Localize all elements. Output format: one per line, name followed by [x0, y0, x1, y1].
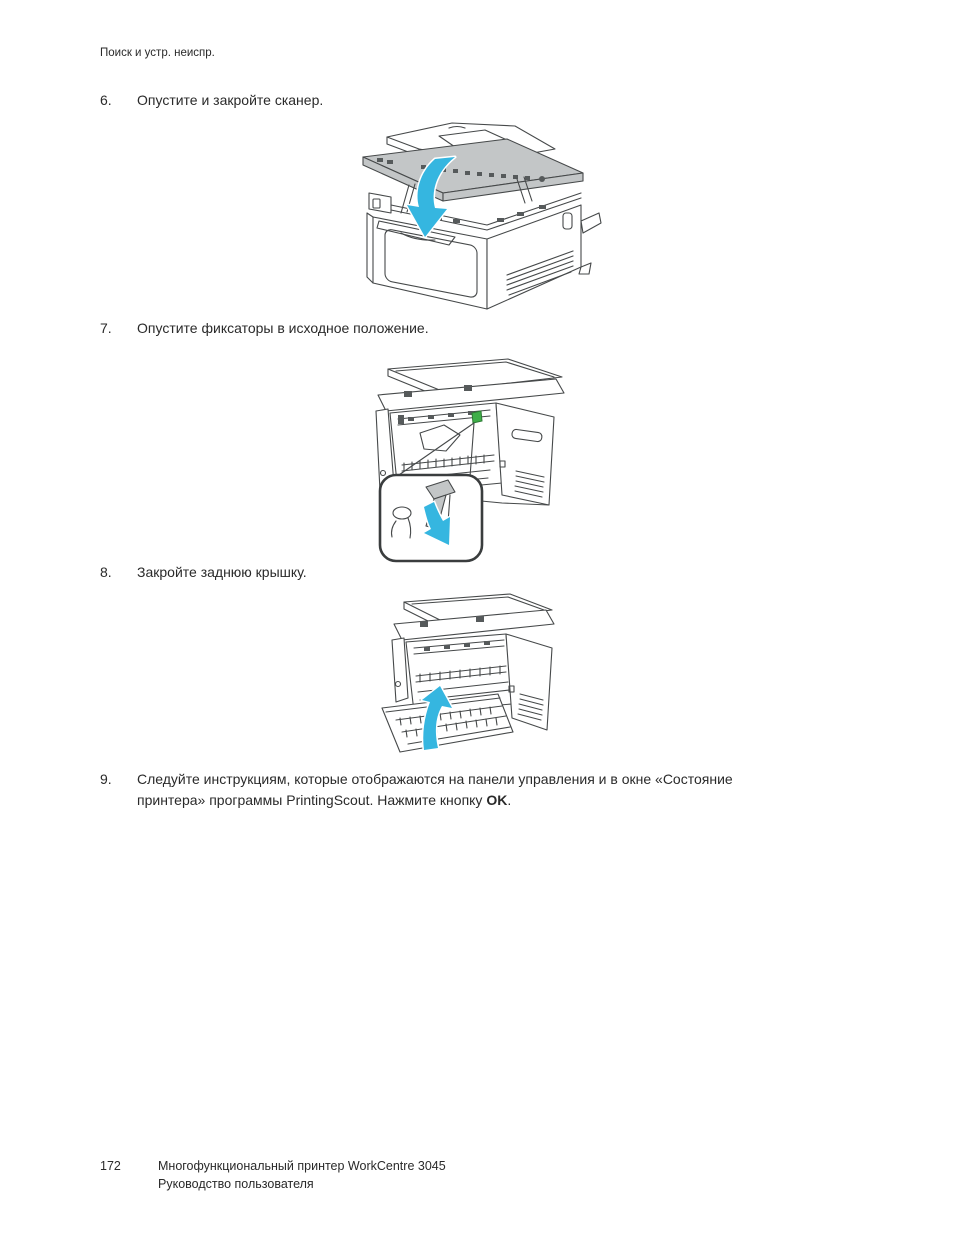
figure-close-scanner [357, 113, 603, 313]
side-vents [517, 693, 544, 721]
page-number: 172 [100, 1159, 121, 1173]
step-9-line2: принтера» программы PrintingScout. Нажми… [137, 792, 487, 808]
step-8-number: 8. [100, 564, 112, 580]
step-7: 7. Опустите фиксаторы в исходное положен… [100, 318, 429, 339]
step-8: 8. Закройте заднюю крышку. [100, 562, 307, 583]
step-9-text: Следуйте инструкциям, которые отображают… [137, 769, 837, 811]
step-6: 6. Опустите и закройте сканер. [100, 90, 323, 111]
close-direction-arrow-icon [405, 155, 457, 239]
step-8-text: Закройте заднюю крышку. [137, 564, 307, 580]
figure-lower-fixators [368, 355, 570, 565]
close-cover-arrow-icon [420, 684, 454, 752]
printer-close-rear-cover-illustration [381, 593, 555, 753]
step-7-number: 7. [100, 320, 112, 336]
step-6-text: Опустите и закройте сканер. [137, 92, 324, 108]
side-vents [506, 250, 574, 296]
footer-text: Многофункциональный принтер WorkCentre 3… [158, 1157, 446, 1193]
printer-right-side [495, 402, 555, 506]
fixator-latch-green [471, 410, 483, 424]
footer-doc-type: Руководство пользователя [158, 1177, 314, 1191]
lever-direction-arrow-icon [422, 500, 452, 547]
running-header: Поиск и устр. неиспр. [100, 47, 215, 59]
step-9-line1: Следуйте инструкциям, которые отображают… [137, 771, 733, 787]
figure-close-rear-cover [380, 592, 566, 764]
printer-close-scanner-illustration [362, 122, 602, 310]
ok-button-label: OK [486, 792, 508, 808]
side-vents [514, 470, 545, 498]
step-6-number: 6. [100, 92, 112, 108]
footer-product: Многофункциональный принтер WorkCentre 3… [158, 1159, 446, 1173]
page-footer: 172 Многофункциональный принтер WorkCent… [100, 1157, 446, 1193]
inset-lever-detail [390, 479, 456, 547]
step-9-number: 9. [100, 771, 112, 787]
printer-right-side [505, 633, 553, 731]
step-7-text: Опустите фиксаторы в исходное положение. [137, 320, 429, 336]
step-9: 9. Следуйте инструкциям, которые отображ… [100, 769, 837, 811]
printer-rear-fixator-lever-illustration [375, 358, 565, 563]
cover-rollers [395, 705, 511, 745]
step-9-line2-end: . [507, 792, 512, 808]
